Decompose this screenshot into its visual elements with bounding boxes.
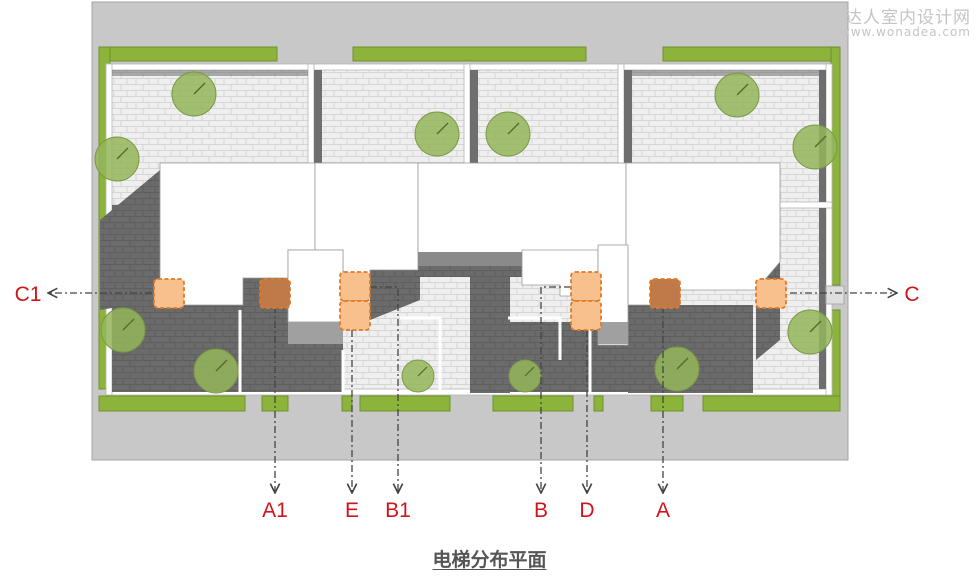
watermark-name: 达人室内设计网 bbox=[845, 8, 971, 28]
tree-icon bbox=[193, 348, 239, 394]
side-gate bbox=[825, 285, 845, 305]
leader-b1 bbox=[370, 286, 398, 493]
leader-lines bbox=[48, 286, 897, 493]
label-c1: C1 bbox=[15, 283, 42, 306]
tree-icon bbox=[485, 111, 531, 157]
elevator-icon bbox=[649, 278, 681, 309]
tree-icon bbox=[508, 359, 542, 393]
elevator-icon bbox=[153, 278, 185, 309]
diagram-title: 电梯分布平面 bbox=[0, 545, 979, 572]
elevator-icon bbox=[339, 300, 371, 331]
label-a: A bbox=[656, 499, 670, 522]
elevator-icon bbox=[570, 271, 602, 302]
elevator-icon bbox=[570, 300, 602, 331]
tree-icon bbox=[401, 359, 435, 393]
label-b: B bbox=[534, 499, 548, 522]
label-d: D bbox=[579, 499, 594, 522]
building-footprint bbox=[159, 162, 781, 346]
tree-icon bbox=[792, 124, 838, 170]
leader-b bbox=[541, 286, 571, 493]
elevator-icon bbox=[755, 278, 787, 309]
elevator-icon bbox=[259, 278, 291, 309]
tree-icon bbox=[654, 346, 700, 392]
label-e: E bbox=[345, 499, 359, 522]
tree-icon bbox=[171, 71, 217, 117]
tree-icon bbox=[414, 111, 460, 157]
tree-icon bbox=[787, 309, 833, 355]
elevator-icon bbox=[339, 271, 371, 302]
diagram-title-text: 电梯分布平面 bbox=[432, 549, 547, 571]
tree-icon bbox=[714, 72, 760, 118]
label-a1: A1 bbox=[262, 499, 288, 522]
trees bbox=[94, 71, 838, 394]
label-b1: B1 bbox=[385, 499, 411, 522]
tree-icon bbox=[94, 136, 140, 182]
inner-fences bbox=[238, 310, 592, 392]
elevator-labels: C1 C A1 E B1 B D A bbox=[15, 283, 920, 522]
elevators bbox=[153, 271, 787, 331]
label-c: C bbox=[904, 283, 919, 306]
watermark-url: www.wonadea.com bbox=[839, 25, 971, 39]
tree-icon bbox=[100, 307, 146, 353]
light-terraces bbox=[288, 252, 628, 344]
